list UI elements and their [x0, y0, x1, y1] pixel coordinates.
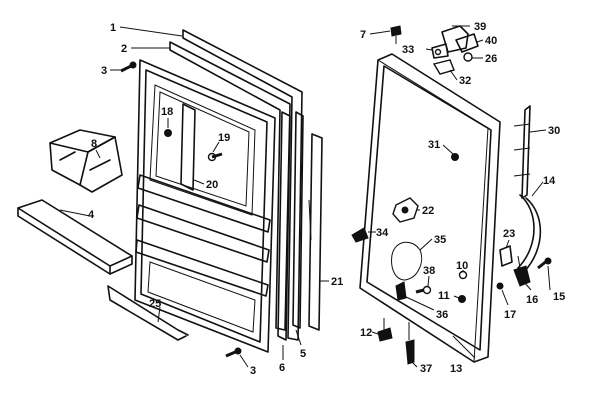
door-shelf-ledge-2 [136, 204, 270, 263]
door-assembly-left [107, 29, 323, 358]
door-vertical-rib [180, 103, 196, 191]
door-outer-skin-edge [292, 111, 304, 329]
callout-19: 19 [218, 132, 230, 144]
callout-35: 35 [434, 234, 446, 246]
callout-38: 38 [423, 265, 435, 277]
door-shelf-4 [17, 199, 133, 275]
callout-18: 18 [161, 106, 173, 118]
callout-36: 36 [436, 309, 448, 321]
access-cover-35 [391, 241, 423, 281]
callout-1: 1 [110, 22, 116, 34]
plug-31 [451, 153, 459, 161]
callout-33: 33 [402, 44, 414, 56]
screw-37 [405, 322, 415, 365]
callout-14: 14 [543, 175, 556, 187]
callout-2: 2 [121, 43, 127, 55]
door-trim-slot [308, 199, 312, 241]
washer-17 [496, 282, 504, 290]
callout-34: 34 [376, 227, 389, 239]
door-side-strip [277, 111, 291, 341]
callout-39: 39 [474, 21, 486, 33]
screw-3-top [120, 61, 137, 73]
hinge-pin-32 [432, 59, 455, 75]
door-stop-arm-14 [517, 194, 542, 273]
door-outer-frame [359, 53, 501, 363]
callout-12: 12 [360, 327, 372, 339]
hinge-washer-26-top [463, 52, 473, 62]
plug-10 [458, 270, 468, 280]
callout-16: 16 [526, 294, 538, 306]
callout-23: 23 [503, 228, 515, 240]
callout-3-bottom: 3 [250, 365, 256, 377]
callout-13: 13 [450, 363, 462, 375]
plug-18 [164, 129, 172, 137]
door-recess-upper [149, 84, 256, 216]
door-inner-panel [134, 59, 276, 353]
door-bottom-rail-25 [107, 285, 189, 341]
callout-labels: 1 2 3 4 5 6 3 8 18 19 20 21 25 7 39 40 3… [88, 21, 565, 377]
bumper-34 [351, 227, 369, 243]
hinge-pin-36 [395, 281, 407, 301]
door-outer-frame-edge [377, 59, 489, 363]
callout-11: 11 [438, 290, 450, 302]
callout-37: 37 [420, 363, 432, 375]
callout-26-top: 26 [485, 53, 497, 65]
callout-30: 30 [548, 125, 560, 137]
screw-15 [537, 257, 552, 270]
door-assembly-right [351, 25, 552, 365]
door-shelf-ledge-3 [135, 239, 269, 297]
hinge-rail-30 [513, 105, 547, 199]
screw-19 [207, 152, 223, 162]
screw-38 [415, 285, 432, 295]
callout-32: 32 [459, 75, 471, 87]
hinge-cam-22 [392, 197, 419, 223]
callout-8: 8 [91, 138, 97, 150]
callout-20: 20 [206, 179, 218, 191]
callout-6: 6 [279, 362, 285, 374]
callout-17: 17 [504, 309, 516, 321]
callout-22: 22 [422, 205, 434, 217]
callout-21: 21 [331, 276, 343, 288]
screw-3-bottom [225, 347, 242, 358]
door-recess-lower [147, 261, 256, 333]
door-liner-back [169, 41, 291, 331]
leader-lines [59, 25, 551, 368]
hinge-spacer-33 [431, 43, 449, 59]
door-trim-strip [308, 133, 323, 331]
door-shelf-ledge-1 [137, 174, 271, 233]
callout-40: 40 [485, 35, 497, 47]
door-outer-frame-inner [366, 65, 492, 351]
spring-23 [499, 245, 513, 267]
callout-4: 4 [88, 209, 95, 221]
callout-10: 10 [456, 260, 468, 272]
callout-3-top: 3 [101, 65, 107, 77]
closer-16 [513, 255, 531, 287]
callout-5: 5 [300, 348, 306, 360]
plug-11 [458, 295, 466, 303]
door-recess-upper-inner [155, 91, 250, 207]
screw-7 [390, 25, 402, 44]
door-bin-8 [49, 129, 123, 193]
callout-31: 31 [428, 139, 440, 151]
callout-15: 15 [553, 291, 565, 303]
door-gasket-outer [182, 29, 303, 341]
bearing-12 [377, 318, 393, 342]
callout-7: 7 [360, 29, 366, 41]
hinge-cover-40 [455, 33, 479, 53]
callout-25: 25 [149, 298, 161, 310]
